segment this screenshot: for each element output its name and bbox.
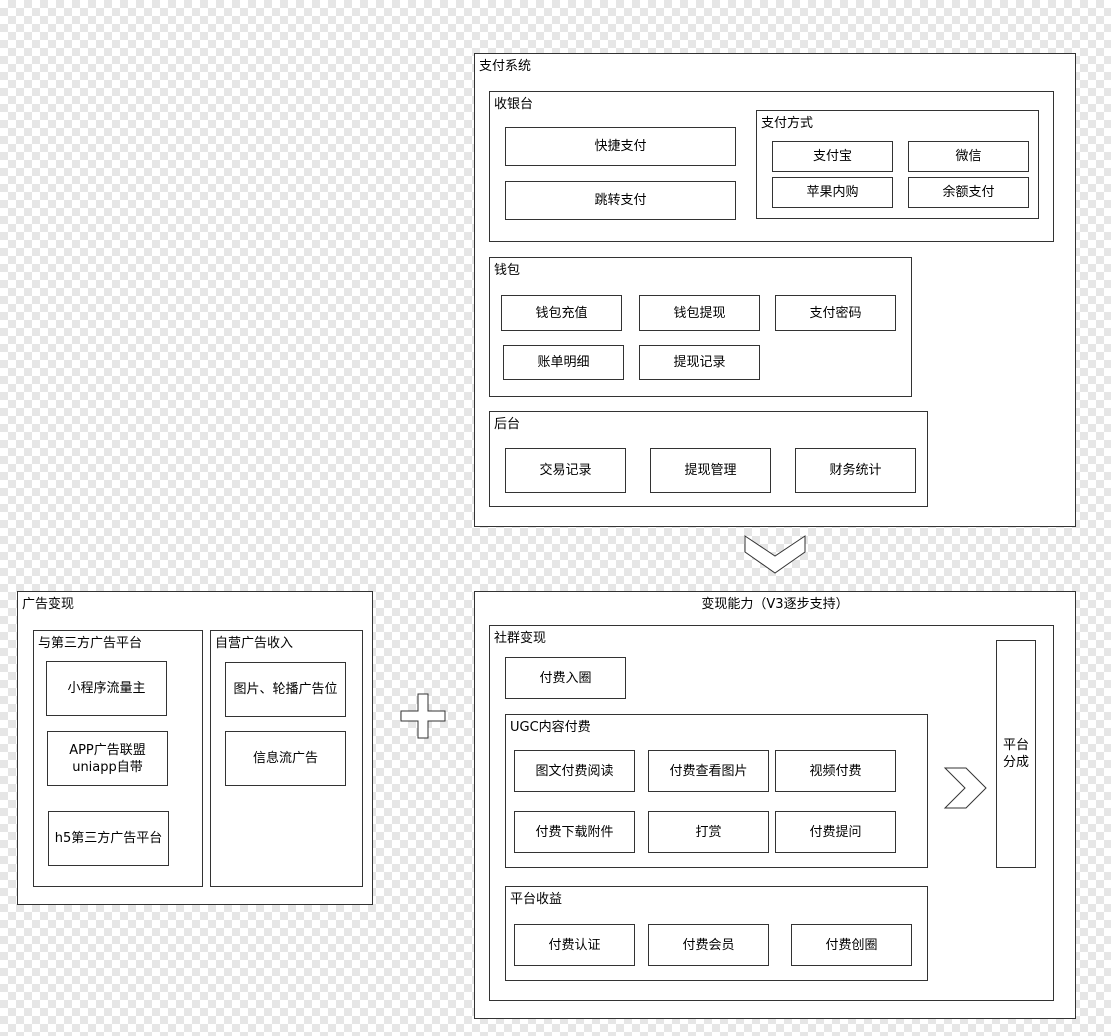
community-monetization-title: 社群变现	[494, 631, 547, 646]
wallet-title: 钱包	[494, 263, 521, 278]
paid-video-button[interactable]: 视频付费	[775, 750, 896, 792]
h5-ad-platform-button[interactable]: h5第三方广告平台	[48, 811, 169, 866]
paid-read-button[interactable]: 图文付费阅读	[514, 750, 635, 792]
paid-join-button[interactable]: 付费入圈	[505, 657, 626, 699]
pay-password-button[interactable]: 支付密码	[775, 295, 896, 331]
revenue-share-button[interactable]: 平台 分成	[996, 640, 1036, 868]
paid-question-button[interactable]: 付费提问	[775, 811, 896, 853]
balance-pay-button[interactable]: 余额支付	[908, 177, 1029, 208]
monetization-title: 变现能力（V3逐步支持）	[701, 597, 849, 612]
ad-monetization-title: 广告变现	[22, 597, 75, 612]
banner-ad-button[interactable]: 图片、轮播广告位	[225, 662, 346, 717]
paid-member-button[interactable]: 付费会员	[648, 924, 769, 966]
withdraw-manage-button[interactable]: 提现管理	[650, 448, 771, 493]
self-operated-ad-title: 自营广告收入	[215, 636, 294, 651]
alipay-button[interactable]: 支付宝	[772, 141, 893, 172]
backend-title: 后台	[494, 417, 521, 432]
checkout-title: 收银台	[494, 97, 534, 112]
quick-pay-button[interactable]: 快捷支付	[505, 127, 736, 166]
payment-system-title: 支付系统	[479, 59, 532, 74]
wechat-button[interactable]: 微信	[908, 141, 1029, 172]
withdraw-records-button[interactable]: 提现记录	[639, 345, 760, 380]
chevron-down-icon	[744, 535, 806, 574]
paid-images-button[interactable]: 付费查看图片	[648, 750, 769, 792]
app-ad-union-button[interactable]: APP广告联盟 uniapp自带	[47, 731, 168, 786]
payment-methods-title: 支付方式	[761, 116, 814, 131]
paid-download-button[interactable]: 付费下载附件	[514, 811, 635, 853]
paid-verify-button[interactable]: 付费认证	[514, 924, 635, 966]
paid-create-circle-button[interactable]: 付费创圈	[791, 924, 912, 966]
tip-button[interactable]: 打赏	[648, 811, 769, 853]
ugc-paid-content-title: UGC内容付费	[510, 720, 591, 735]
wallet-recharge-button[interactable]: 钱包充值	[501, 295, 622, 331]
wallet-withdraw-button[interactable]: 钱包提现	[639, 295, 760, 331]
trade-records-button[interactable]: 交易记录	[505, 448, 626, 493]
apple-iap-button[interactable]: 苹果内购	[772, 177, 893, 208]
finance-stats-button[interactable]: 财务统计	[795, 448, 916, 493]
third-party-ad-title: 与第三方广告平台	[38, 636, 143, 651]
plus-icon	[400, 693, 446, 739]
bill-detail-button[interactable]: 账单明细	[503, 345, 624, 380]
chevron-right-icon	[943, 767, 987, 809]
redirect-pay-button[interactable]: 跳转支付	[505, 181, 736, 220]
platform-income-title: 平台收益	[510, 892, 563, 907]
mini-program-traffic-button[interactable]: 小程序流量主	[46, 661, 167, 716]
feed-ads-button[interactable]: 信息流广告	[225, 731, 346, 786]
